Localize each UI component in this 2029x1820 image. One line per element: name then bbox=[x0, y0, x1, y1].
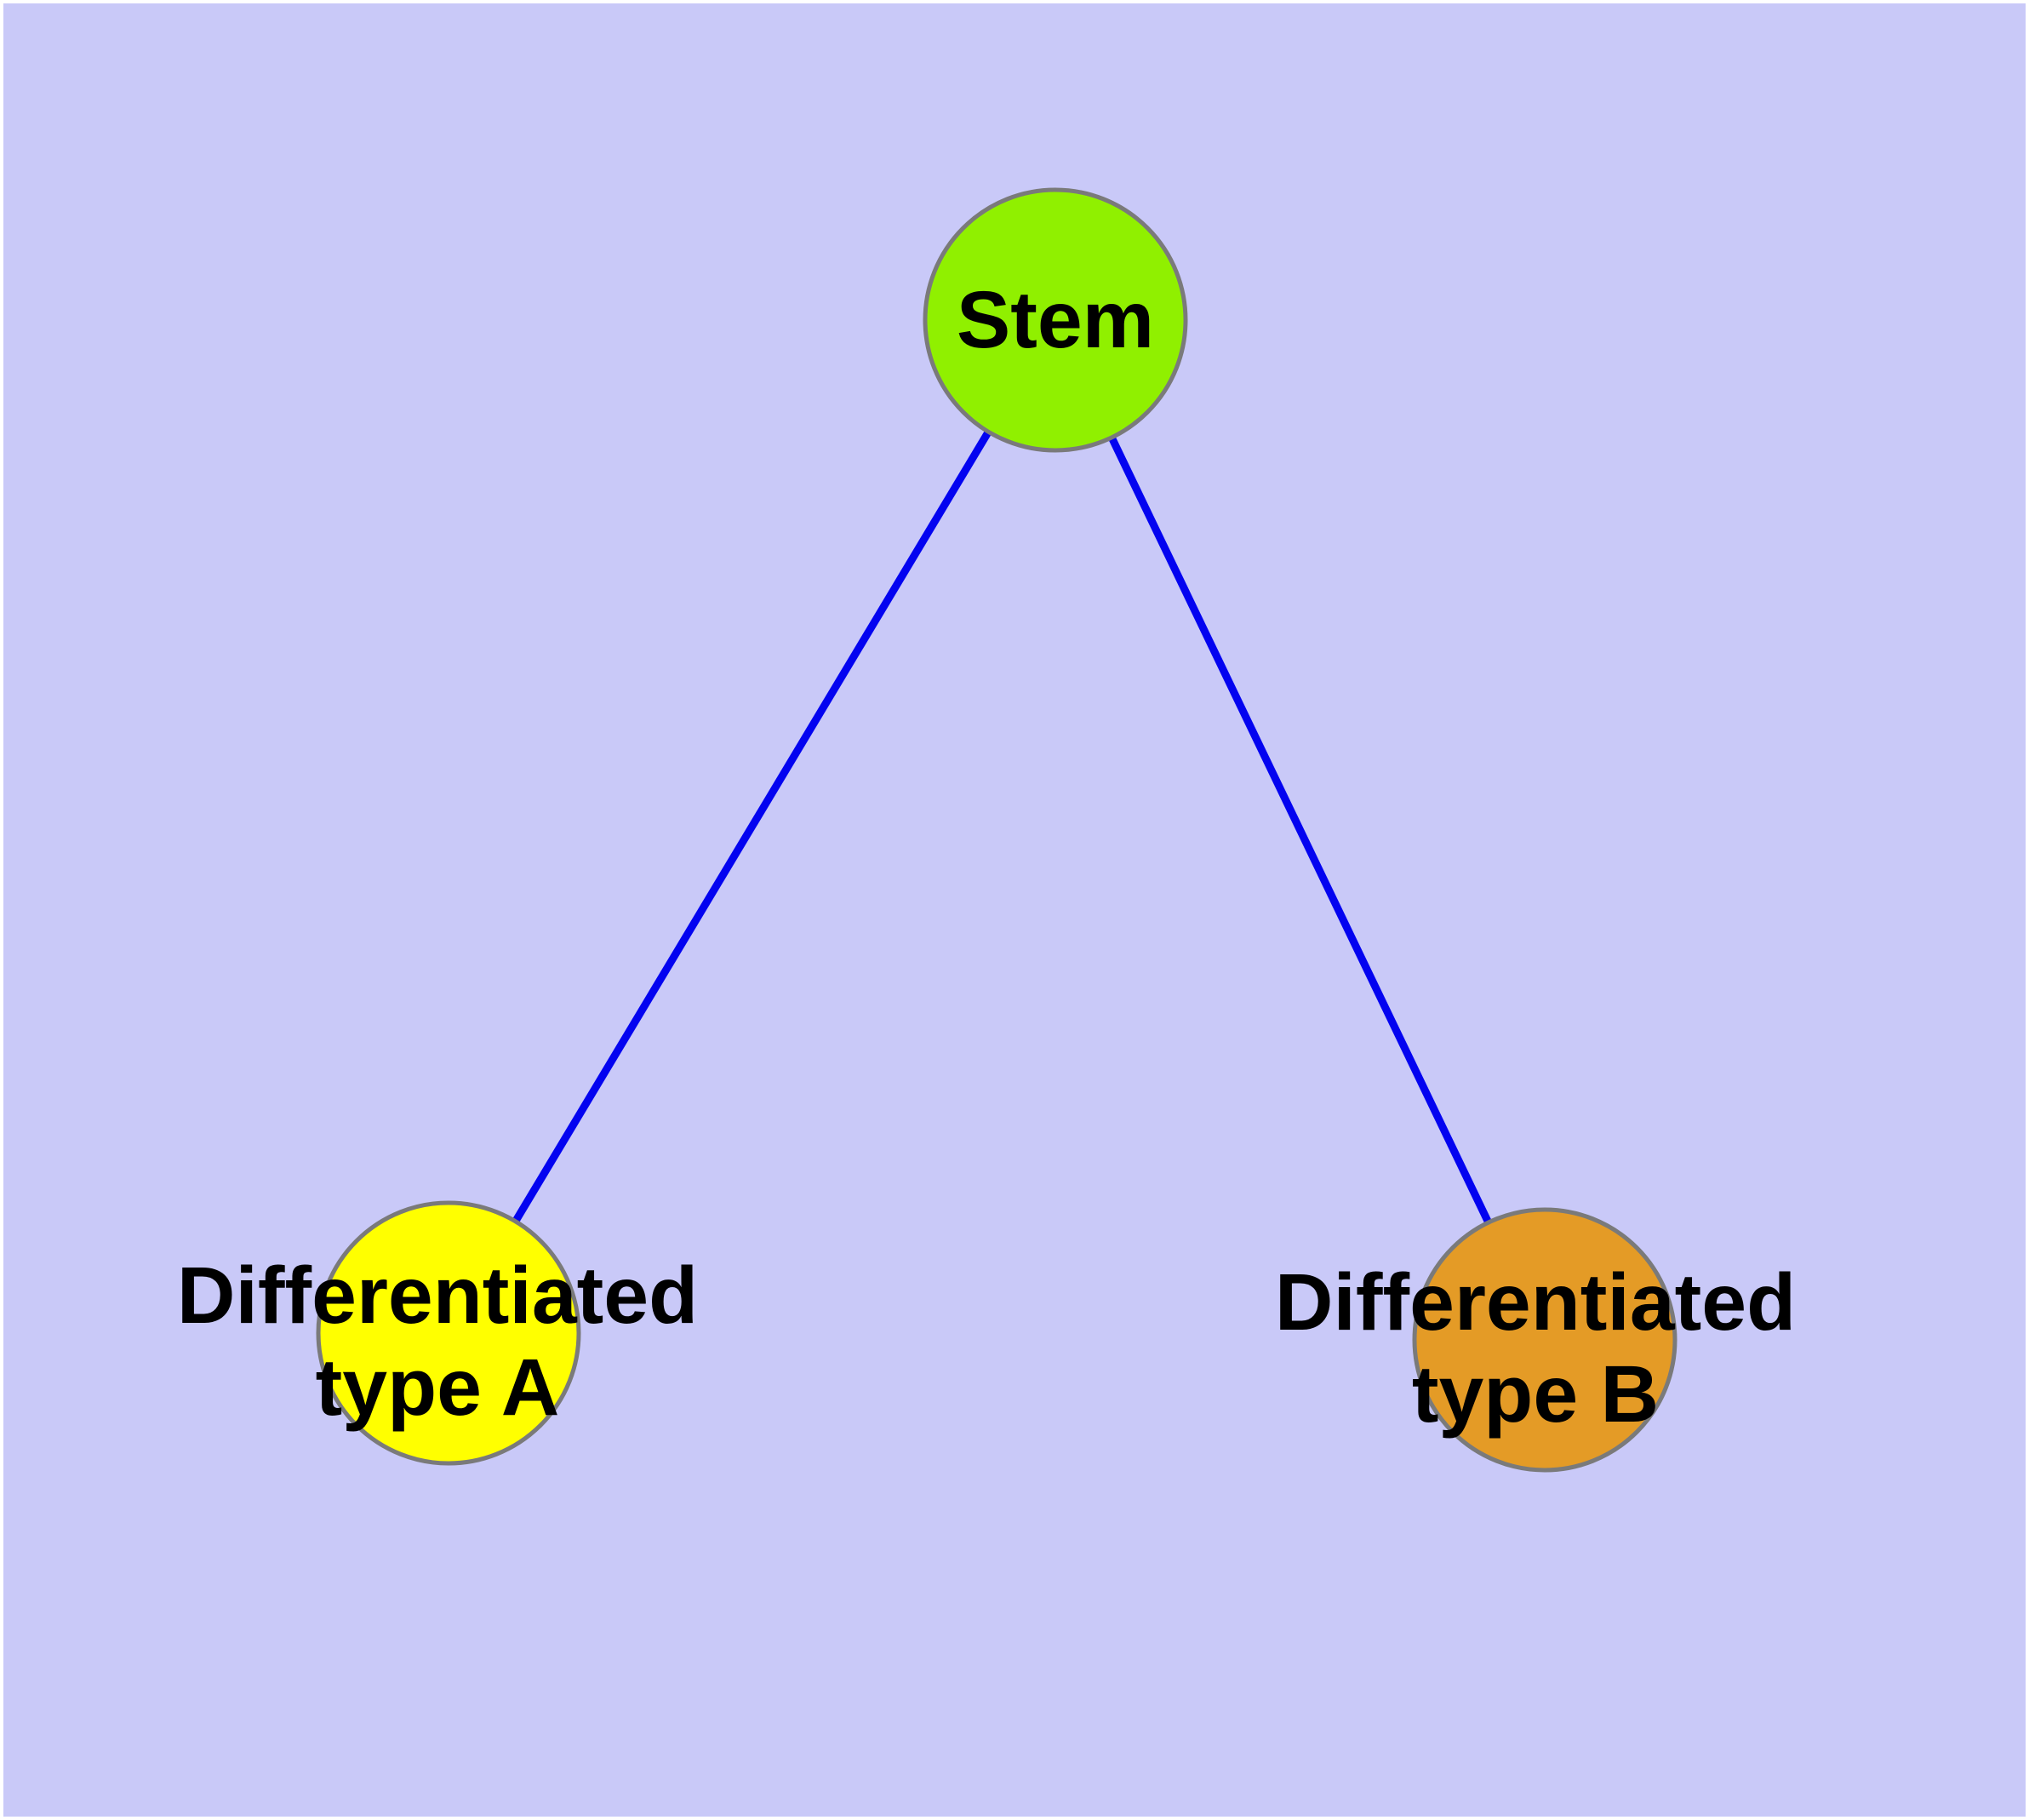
edge-stem-to-type-b bbox=[1051, 318, 1549, 1342]
node-type-a-circle bbox=[316, 1200, 581, 1466]
node-stem-circle bbox=[923, 187, 1188, 453]
node-type-b-circle bbox=[1412, 1207, 1677, 1473]
node-type-a-label: Differentiated type A bbox=[176, 1251, 699, 1433]
node-type-b-label: Differentiated type B bbox=[1274, 1257, 1797, 1439]
graph-svg bbox=[316, 187, 1677, 1473]
node-stem-label: Stem bbox=[956, 275, 1155, 365]
edge-stem-to-type-a bbox=[445, 318, 1059, 1336]
